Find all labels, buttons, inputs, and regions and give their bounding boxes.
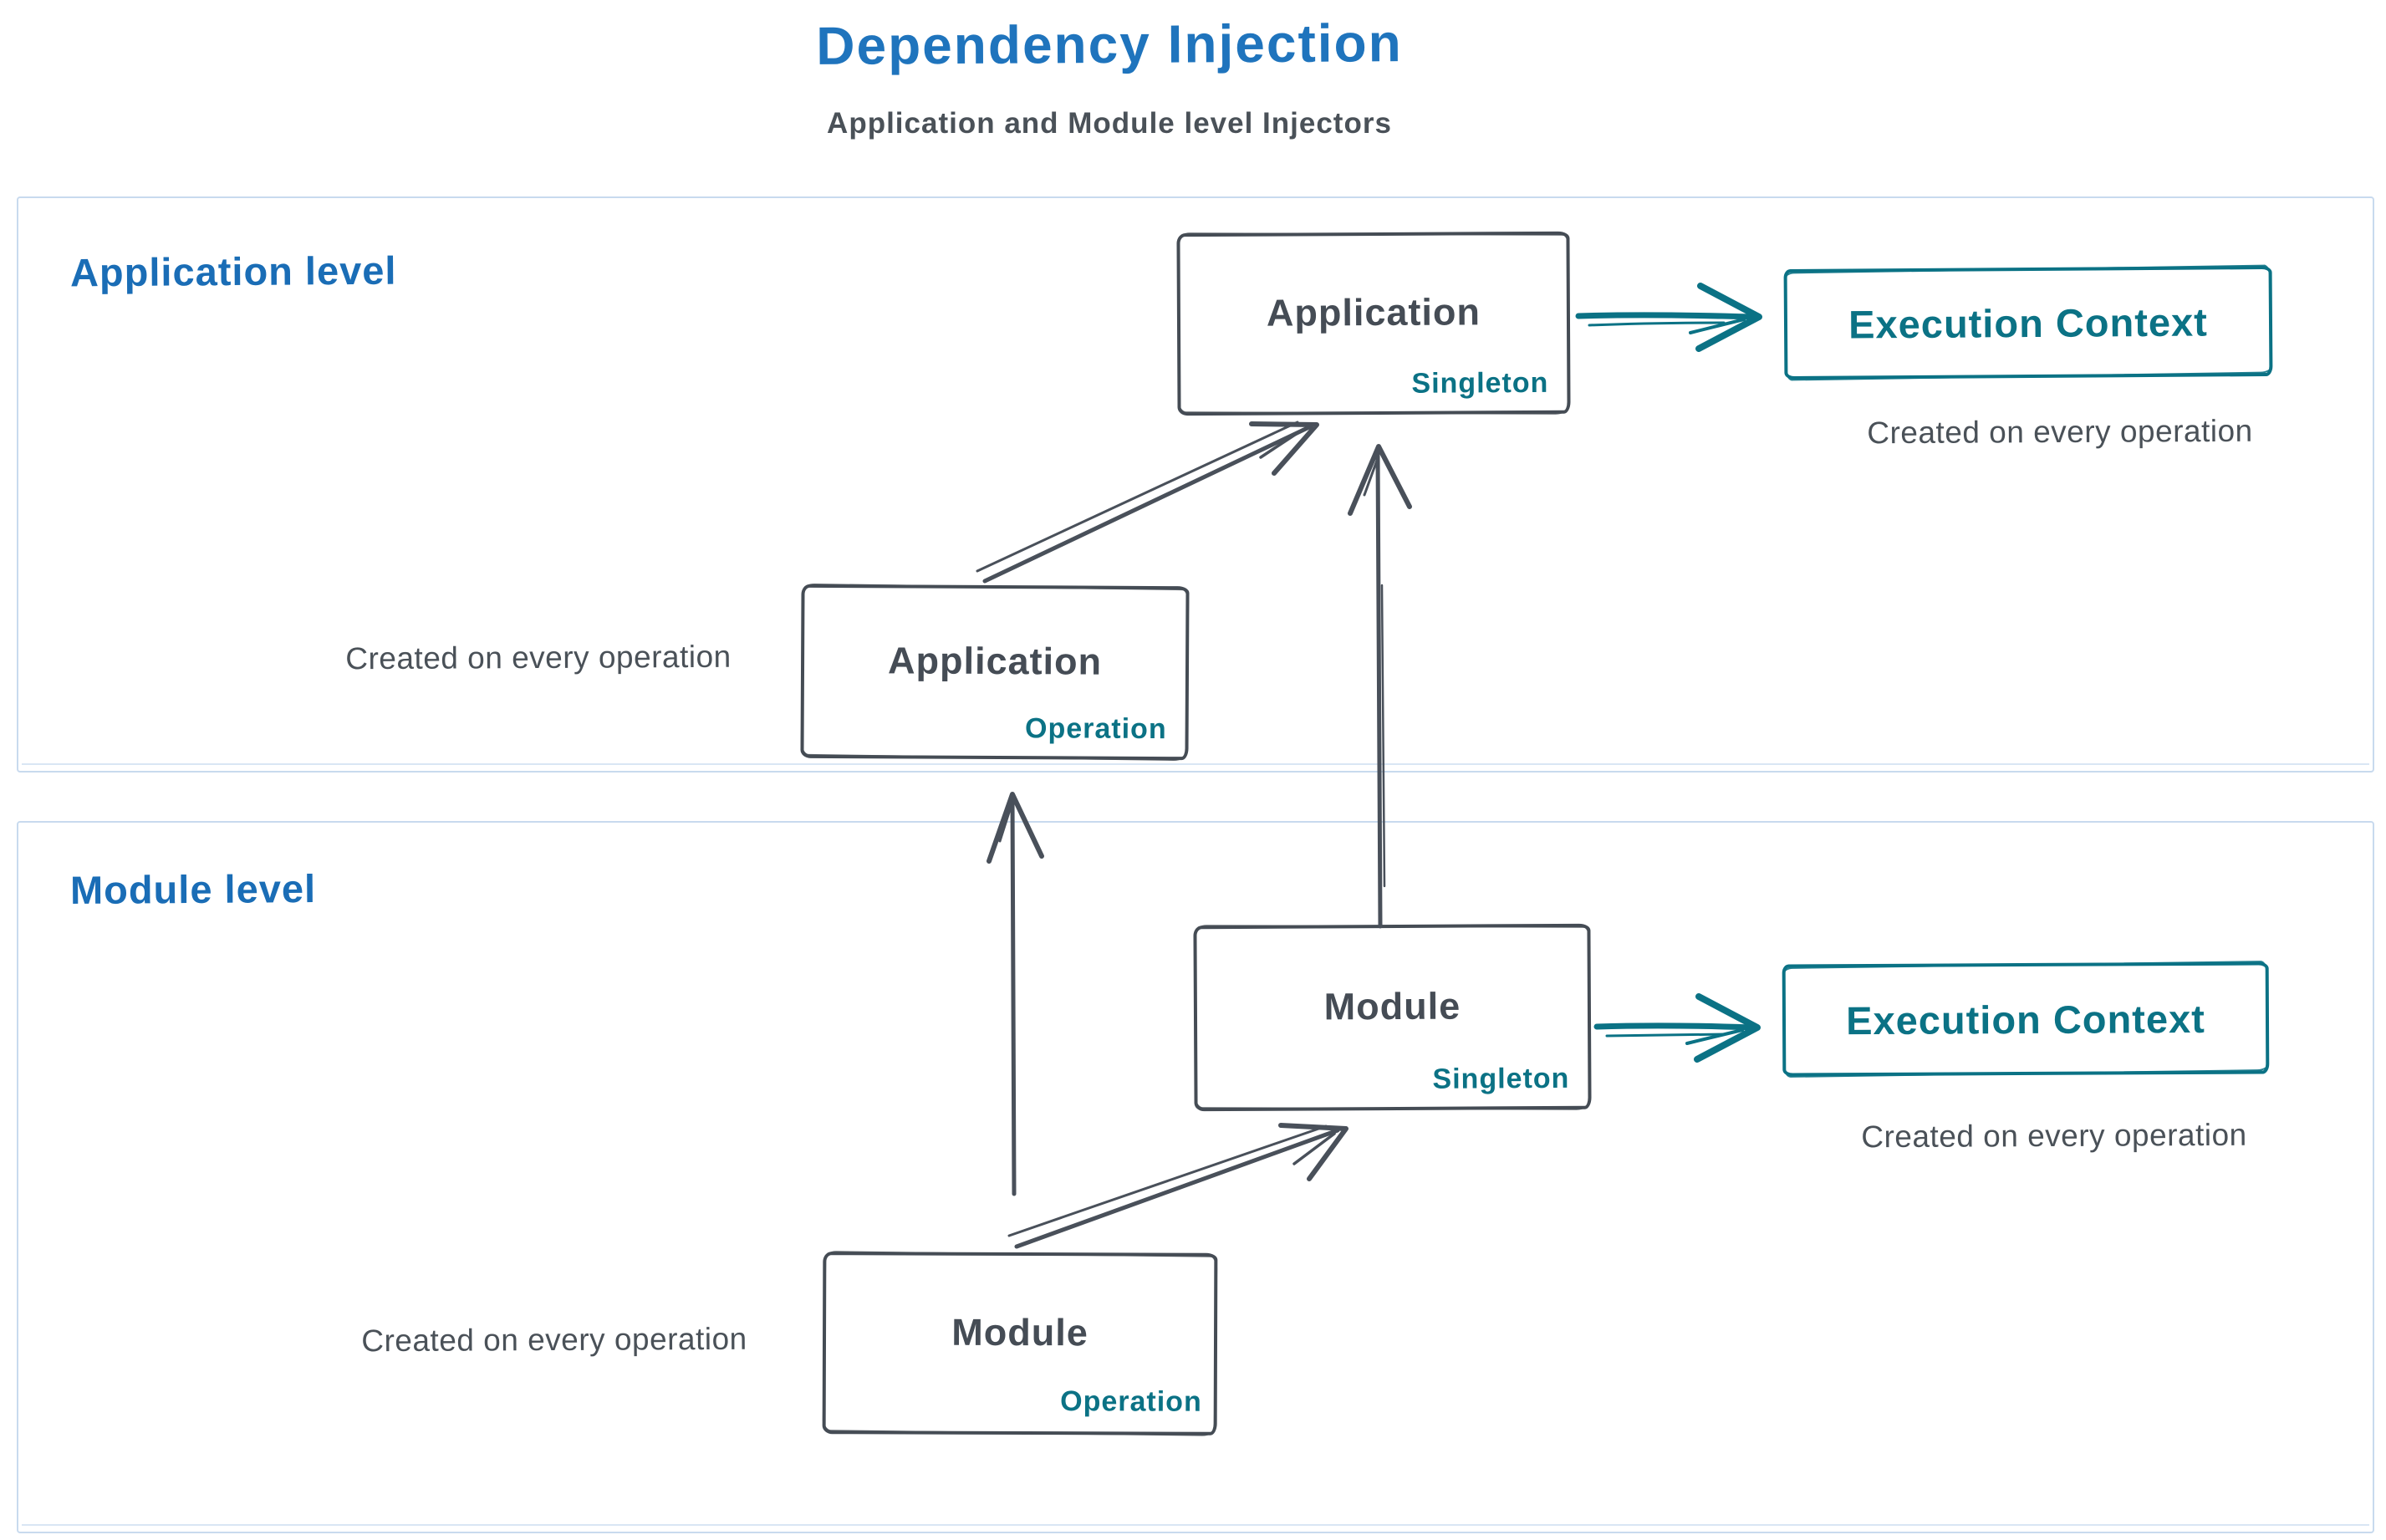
diagram-title: Dependency Injection — [816, 13, 1403, 76]
application-singleton-scope-label: Singleton — [1411, 366, 1549, 400]
module-operation-caption: Created on every operation — [361, 1321, 747, 1359]
module-singleton-title: Module — [1323, 984, 1461, 1028]
module-operation-box: Module Operation — [822, 1252, 1218, 1435]
module-singleton-scope-label: Singleton — [1432, 1062, 1570, 1095]
application-operation-scope-label: Operation — [1024, 712, 1167, 746]
application-execution-context-label: Execution Context — [1848, 299, 2208, 346]
application-singleton-title: Application — [1266, 290, 1481, 334]
diagram-subtitle: Application and Module level Injectors — [827, 107, 1392, 140]
application-operation-box: Application Operation — [800, 584, 1190, 761]
module-singleton-box: Module Singleton — [1193, 923, 1592, 1112]
application-level-label: Application level — [69, 247, 397, 295]
application-execution-context-caption: Created on every operation — [1867, 413, 2253, 451]
module-level-frame: Module level — [17, 821, 2374, 1533]
application-execution-context-box: Execution Context — [1783, 265, 2273, 380]
module-execution-context-box: Execution Context — [1782, 961, 2270, 1077]
module-execution-context-label: Execution Context — [1846, 996, 2205, 1043]
application-level-frame: Application level — [17, 196, 2374, 773]
application-operation-caption: Created on every operation — [345, 639, 732, 676]
module-level-label: Module level — [69, 865, 317, 913]
application-operation-title: Application — [887, 639, 1103, 683]
module-operation-title: Module — [951, 1310, 1088, 1354]
application-singleton-box: Application Singleton — [1176, 231, 1571, 416]
module-operation-scope-label: Operation — [1060, 1385, 1202, 1418]
module-execution-context-caption: Created on every operation — [1861, 1117, 2247, 1155]
